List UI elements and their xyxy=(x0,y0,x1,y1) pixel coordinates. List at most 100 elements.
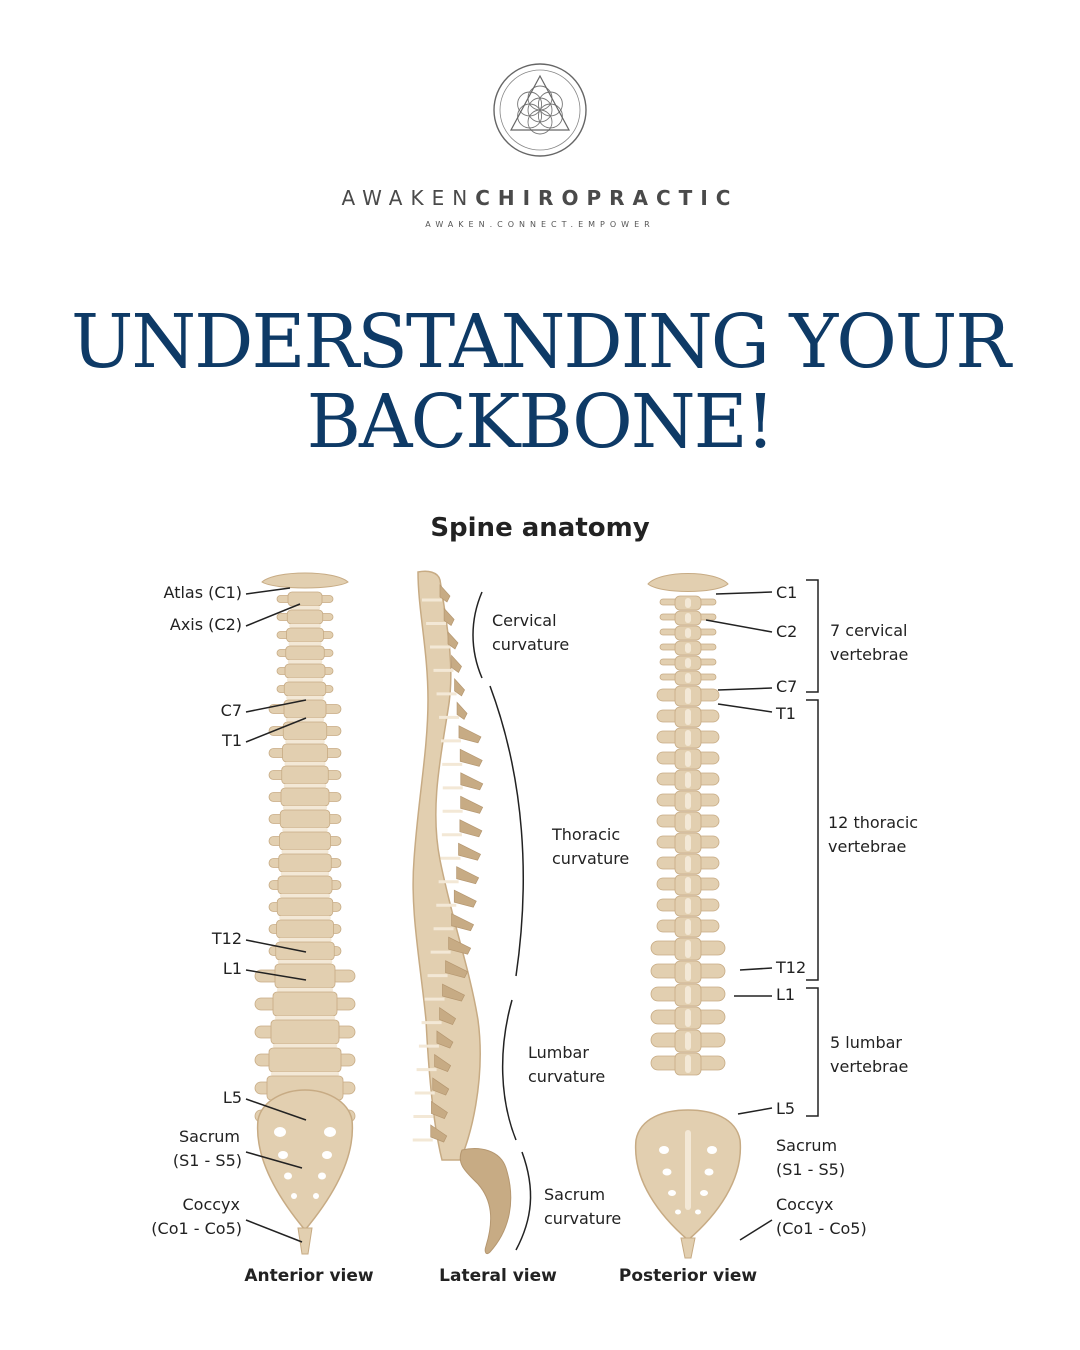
diagram-title: Spine anatomy xyxy=(430,513,649,543)
anterior-vertebra xyxy=(281,765,329,785)
posterior-spinous-process xyxy=(685,688,691,704)
label-c7-posterior: C7 xyxy=(776,677,797,696)
posterior-spinous-process xyxy=(685,1055,691,1073)
group-cervical-2: vertebrae xyxy=(830,645,908,664)
lateral-spinous-process xyxy=(430,1124,448,1143)
group-thoracic: 12 thoracic xyxy=(828,813,918,832)
label-l5-anterior: L5 xyxy=(223,1088,242,1107)
anterior-disc xyxy=(286,718,324,722)
anterior-sacrum-shape xyxy=(256,1089,354,1232)
lateral-spine xyxy=(412,570,512,1255)
lateral-view-label: Lateral view xyxy=(439,1266,557,1286)
anterior-disc xyxy=(284,762,326,766)
posterior-spinous-process xyxy=(685,856,691,872)
posterior-view-label: Posterior view xyxy=(619,1266,758,1286)
anterior-disc xyxy=(281,850,329,854)
label-sacrum-curvature-2: curvature xyxy=(544,1209,621,1228)
anterior-vertebra xyxy=(284,663,326,679)
anterior-disc xyxy=(271,1072,339,1076)
anterior-vertebra xyxy=(275,941,335,961)
posterior-spinous-process xyxy=(685,709,691,725)
anterior-vertebra xyxy=(286,627,324,643)
anterior-vertebra xyxy=(285,645,325,661)
label-l1-posterior: L1 xyxy=(776,985,795,1004)
lateral-spinous-process xyxy=(460,795,484,814)
anterior-view-label: Anterior view xyxy=(244,1266,374,1286)
brand-name-bold: CHIROPRACTIC xyxy=(475,186,739,210)
posterior-spinous-process xyxy=(685,814,691,830)
posterior-spinous-process xyxy=(685,613,691,623)
lateral-spinous-process xyxy=(436,1030,454,1049)
brand-name-light: AWAKEN xyxy=(341,186,476,210)
anterior-vertebra xyxy=(279,831,331,851)
anterior-disc xyxy=(285,740,325,744)
bracket-cervical xyxy=(806,579,819,693)
anterior-disc xyxy=(282,828,328,832)
posterior-spinous-process xyxy=(685,643,691,653)
anterior-disc xyxy=(273,1044,337,1048)
posterior-spinous-process xyxy=(685,919,691,935)
posterior-spinous-process xyxy=(685,986,691,1004)
lateral-spinous-process xyxy=(460,772,484,791)
label-cervical-curvature-2: curvature xyxy=(492,635,569,654)
label-c1-posterior: C1 xyxy=(776,583,797,602)
posterior-spinous-process xyxy=(685,793,691,809)
lateral-spinous-process xyxy=(448,936,472,955)
group-lumbar-2: vertebrae xyxy=(830,1057,908,1076)
lateral-spinous-process xyxy=(431,1100,448,1119)
posterior-spinous-process xyxy=(685,658,691,668)
posterior-spinous-process xyxy=(685,963,691,981)
anterior-disc xyxy=(275,1016,335,1020)
lateral-spinous-process xyxy=(458,842,481,861)
anterior-spine xyxy=(254,572,356,1255)
anterior-disc xyxy=(277,960,333,964)
label-cervical-curvature: Cervical xyxy=(492,611,557,630)
anterior-vertebra xyxy=(276,897,334,917)
posterior-spinous-process xyxy=(685,751,691,767)
label-c7-anterior: C7 xyxy=(221,701,242,720)
anterior-disc xyxy=(278,938,332,942)
label-sacrum-range-posterior: (S1 - S5) xyxy=(776,1160,845,1179)
lateral-spinous-process xyxy=(454,678,465,697)
anterior-coccyx-shape xyxy=(297,1227,313,1255)
anterior-vertebra xyxy=(280,787,330,807)
anterior-disc xyxy=(279,916,331,920)
posterior-spine xyxy=(634,573,742,1259)
posterior-spinous-process xyxy=(685,1009,691,1027)
label-sacrum-posterior: Sacrum xyxy=(776,1136,837,1155)
lateral-spine-body xyxy=(412,570,481,1161)
label-thoracic-curvature: Thoracic xyxy=(551,825,620,844)
lateral-spinous-process xyxy=(458,725,482,744)
anterior-vertebra xyxy=(287,591,323,607)
anterior-disc xyxy=(280,894,330,898)
posterior-coccyx-shape xyxy=(680,1237,696,1259)
lateral-sacrum-shape xyxy=(459,1148,512,1255)
anterior-disc xyxy=(283,806,327,810)
posterior-spinous-process xyxy=(685,898,691,914)
anterior-vertebra xyxy=(286,609,324,625)
posterior-spinous-process xyxy=(685,835,691,851)
lateral-spinous-process xyxy=(434,1053,452,1073)
anterior-disc xyxy=(283,784,327,788)
posterior-spinous-process xyxy=(685,730,691,746)
label-axis-c2: Axis (C2) xyxy=(170,615,242,634)
group-thoracic-2: vertebrae xyxy=(828,837,906,856)
lateral-spinous-process xyxy=(451,654,462,673)
posterior-spinous-process xyxy=(685,877,691,893)
posterior-spinous-process xyxy=(685,628,691,638)
posterior-spinous-process xyxy=(685,673,691,683)
anterior-disc xyxy=(287,660,323,664)
anterior-disc xyxy=(280,872,330,876)
label-sacrum-curvature: Sacrum xyxy=(544,1185,605,1204)
anterior-vertebra xyxy=(268,1047,342,1073)
page-title-line-1: UNDERSTANDING YOUR xyxy=(71,299,1011,385)
anterior-vertebra xyxy=(283,681,327,697)
posterior-labels: C1 C2 C7 T1 T12 L1 L5 Sacrum (S1 - S5) C… xyxy=(619,579,918,1286)
bracket-thoracic xyxy=(806,699,819,981)
page-title-line-2: BACKBONE! xyxy=(306,379,776,465)
anterior-atlas xyxy=(261,572,349,589)
label-t1-anterior: T1 xyxy=(221,731,242,750)
anterior-disc xyxy=(290,606,320,610)
label-c2-posterior: C2 xyxy=(776,622,797,641)
label-t1-posterior: T1 xyxy=(775,704,796,723)
